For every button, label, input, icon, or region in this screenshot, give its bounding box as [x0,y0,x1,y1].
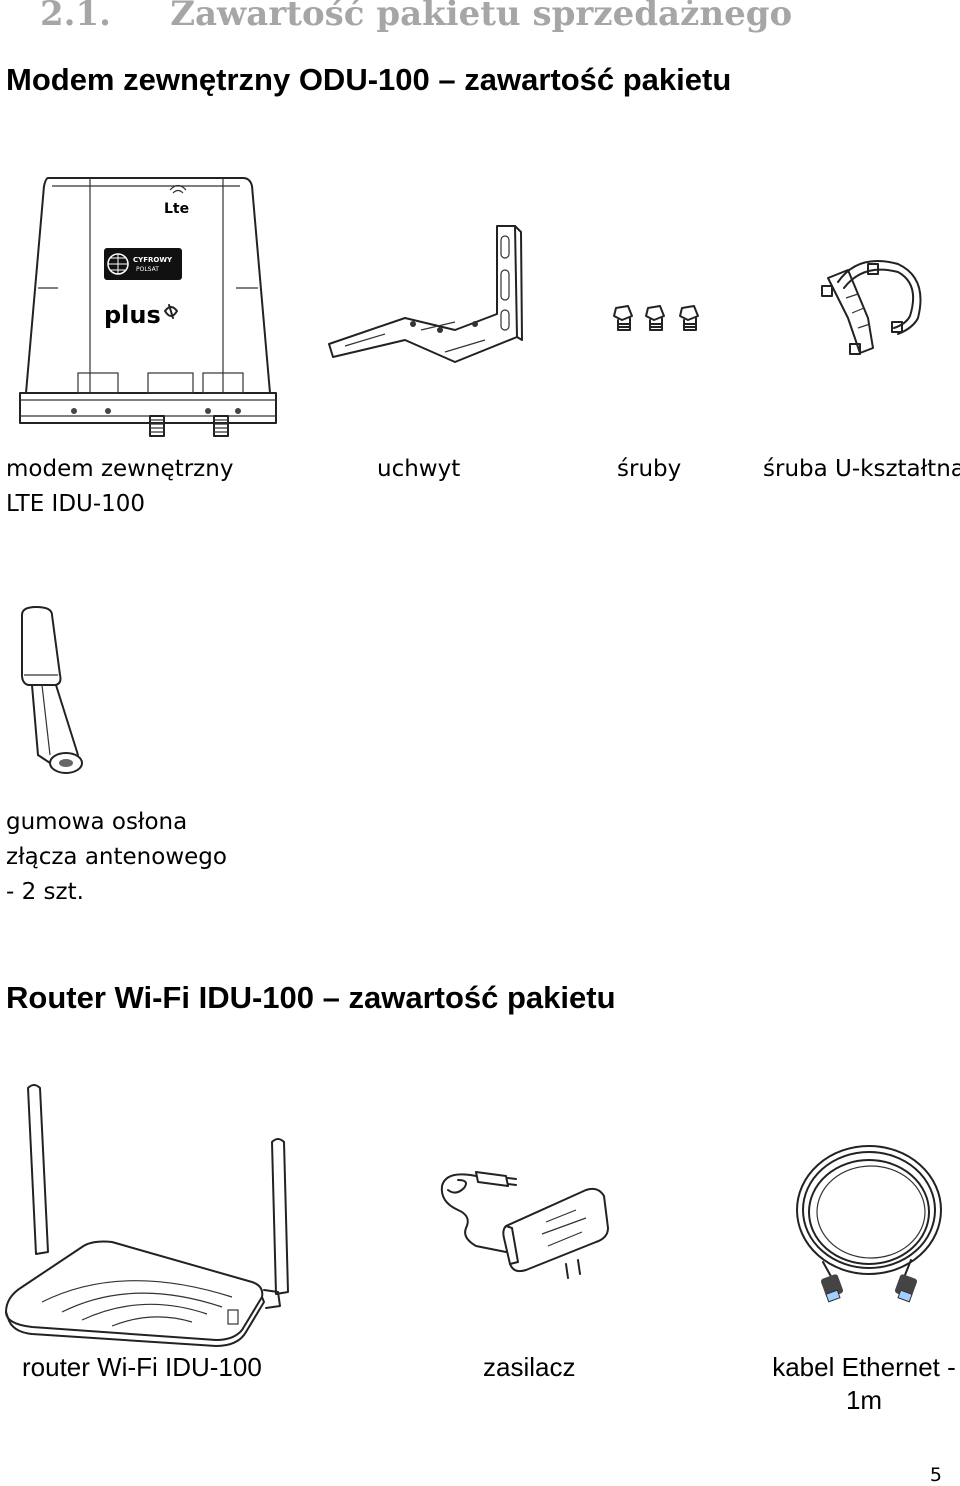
plus-logo: plus [104,301,161,329]
caption-bracket: uchwyt [377,456,461,482]
rubber-cover-image [21,606,83,774]
modem-image: Lte CYFROWY POLSAT plus [19,177,277,437]
section-title: 2.1. Zawartość pakietu sprzedażnego [40,0,792,34]
cyfrowy-logo: CYFROWY [133,256,173,264]
page-number: 5 [929,1464,942,1486]
section-title-text: Zawartość pakietu sprzedażnego [170,0,793,34]
caption-modem-line1: modem zewnętrzny [6,456,234,482]
router-image [5,1084,289,1347]
caption-u-bolt: śruba U-kształtna [763,456,960,482]
caption-router: router Wi-Fi IDU-100 [22,1352,262,1382]
caption-rubber-cover: gumowa osłona złącza antenowego - 2 szt. [6,805,227,910]
caption-ethernet-line1: kabel Ethernet - [772,1352,956,1382]
caption-rubber-line2: złącza antenowego [6,844,227,870]
u-bolt-image [821,260,922,355]
caption-rubber-line1: gumowa osłona [6,809,188,835]
screws-image [613,305,699,331]
caption-power-adapter: zasilacz [483,1352,576,1382]
power-adapter-image [440,1171,609,1279]
modem-heading: Modem zewnętrzny ODU-100 – zawartość pak… [6,62,732,97]
caption-modem: modem zewnętrzny LTE IDU-100 [6,452,233,522]
polsat-logo: POLSAT [136,266,159,273]
lte-logo: Lte [164,201,189,217]
section-number: 2.1. [40,0,111,34]
caption-ethernet-cable: kabel Ethernet - 1m [756,1351,960,1417]
caption-modem-line2: LTE IDU-100 [6,491,146,517]
caption-ethernet-line2: 1m [845,1385,883,1415]
router-heading: Router Wi-Fi IDU-100 – zawartość pakietu [6,980,616,1015]
bracket-image [328,225,523,363]
caption-rubber-line3: - 2 szt. [6,879,84,905]
ethernet-cable-image [796,1145,942,1303]
caption-screws: śruby [617,456,682,482]
